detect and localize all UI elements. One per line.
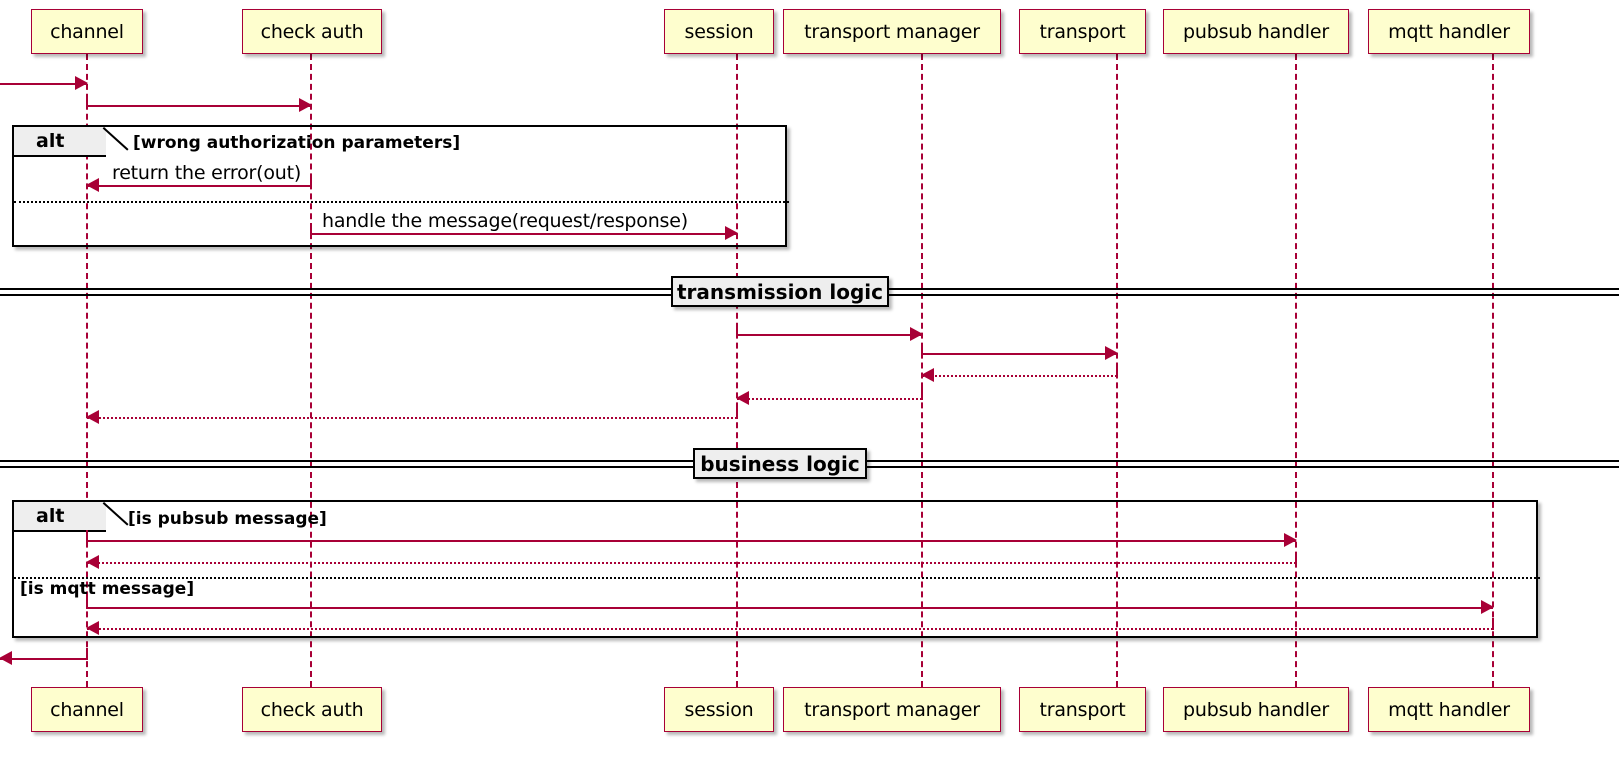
participant-transport-bottom[interactable]: transport — [1019, 687, 1146, 732]
participant-label: session — [684, 698, 754, 721]
arrowhead-left-icon — [86, 555, 99, 569]
group-condition-is-pubsub: [is pubsub message] — [128, 509, 327, 529]
message-stub-transport-to-tm — [1116, 365, 1118, 377]
group-alt-message-type: alt — [12, 500, 1540, 638]
arrowhead-right-icon — [299, 98, 312, 112]
arrowhead-right-icon — [1481, 600, 1494, 614]
arrowhead-left-icon — [86, 621, 99, 635]
participant-label: transport — [1039, 20, 1126, 43]
group-condition-is-mqtt: [is mqtt message] — [20, 579, 195, 599]
lifeline-channel — [86, 54, 88, 687]
message-line — [87, 540, 1296, 542]
separator-label: transmission logic — [677, 279, 883, 304]
message-stub-handle-message — [310, 223, 312, 235]
group-tab-label: alt — [36, 505, 65, 527]
message-line — [922, 353, 1117, 355]
group-tab-diagonal — [102, 502, 129, 526]
participant-label: mqtt handler — [1388, 20, 1510, 43]
participant-transport-top[interactable]: transport — [1019, 9, 1146, 54]
arrowhead-right-icon — [75, 76, 88, 90]
lifeline-check-auth — [310, 54, 312, 687]
group-tab: alt — [14, 127, 106, 157]
message-line — [87, 185, 311, 187]
message-line — [0, 658, 87, 660]
arrowhead-left-icon — [86, 410, 99, 424]
participant-label: channel — [50, 698, 124, 721]
group-tab-diagonal — [102, 127, 129, 151]
separator-transmission-logic: transmission logic — [671, 276, 889, 307]
message-line — [87, 417, 737, 419]
participant-label: check auth — [260, 698, 364, 721]
arrowhead-right-icon — [1105, 346, 1118, 360]
message-stub-channel-outbound — [86, 648, 88, 660]
participant-pubsub-handler-bottom[interactable]: pubsub handler — [1163, 687, 1349, 732]
arrowhead-left-icon — [736, 391, 749, 405]
message-line — [87, 105, 311, 107]
message-line — [87, 562, 1296, 564]
arrowhead-right-icon — [1284, 533, 1297, 547]
participant-label: pubsub handler — [1183, 698, 1329, 721]
message-line — [0, 83, 87, 85]
participant-label: transport — [1039, 698, 1126, 721]
message-line — [922, 375, 1117, 377]
participant-session-top[interactable]: session — [664, 9, 774, 54]
message-line — [737, 398, 922, 400]
separator-label: business logic — [700, 451, 860, 476]
message-stub-tm-to-session — [921, 388, 923, 400]
message-line — [87, 628, 1493, 630]
separator-business-logic: business logic — [693, 448, 867, 479]
participant-transport-manager-top[interactable]: transport manager — [783, 9, 1001, 54]
group-alt-authorization: alt — [12, 125, 789, 247]
participant-label: channel — [50, 20, 124, 43]
group-tab-label: alt — [36, 130, 65, 152]
arrowhead-left-icon — [0, 651, 12, 665]
message-stub-session-to-channel — [736, 407, 738, 419]
participant-label: pubsub handler — [1183, 20, 1329, 43]
participant-label: mqtt handler — [1388, 698, 1510, 721]
arrowhead-right-icon — [910, 327, 923, 341]
lifeline-pubsub-handler — [1295, 54, 1297, 687]
group-tab: alt — [14, 502, 106, 532]
message-label-handle-the-message: handle the message(request/response) — [322, 210, 688, 232]
message-stub-session-to-tm — [736, 324, 738, 336]
participant-pubsub-handler-top[interactable]: pubsub handler — [1163, 9, 1349, 54]
participant-channel-bottom[interactable]: channel — [31, 687, 143, 732]
participant-label: transport manager — [804, 698, 980, 721]
participant-mqtt-handler-top[interactable]: mqtt handler — [1368, 9, 1530, 54]
arrowhead-left-icon — [921, 368, 934, 382]
message-line — [311, 233, 737, 235]
participant-transport-manager-bottom[interactable]: transport manager — [783, 687, 1001, 732]
arrowhead-left-icon — [86, 178, 99, 192]
participant-session-bottom[interactable]: session — [664, 687, 774, 732]
message-stub-tm-to-transport — [921, 343, 923, 355]
message-stub-mqtt-to-channel — [1492, 618, 1494, 630]
group-condition-wrong-auth: [wrong authorization parameters] — [133, 133, 461, 153]
message-label-return-the-error: return the error(out) — [112, 162, 302, 184]
message-stub-return-error — [310, 175, 312, 187]
message-stub-channel-to-mqtt — [86, 597, 88, 609]
message-stub-channel-to-check-auth — [86, 95, 88, 107]
participant-label: check auth — [260, 20, 364, 43]
message-stub-channel-to-pubsub — [86, 530, 88, 542]
participant-label: session — [684, 20, 754, 43]
message-line — [737, 334, 922, 336]
arrowhead-right-icon — [725, 226, 738, 240]
message-stub-pubsub-to-channel — [1295, 552, 1297, 564]
participant-mqtt-handler-bottom[interactable]: mqtt handler — [1368, 687, 1530, 732]
participant-check-auth-bottom[interactable]: check auth — [242, 687, 382, 732]
participant-check-auth-top[interactable]: check auth — [242, 9, 382, 54]
lifeline-session — [736, 54, 738, 687]
lifeline-mqtt-handler — [1492, 54, 1494, 687]
participant-channel-top[interactable]: channel — [31, 9, 143, 54]
group-divider — [14, 201, 789, 203]
message-line — [87, 607, 1493, 609]
group-divider — [14, 577, 1540, 579]
participant-label: transport manager — [804, 20, 980, 43]
